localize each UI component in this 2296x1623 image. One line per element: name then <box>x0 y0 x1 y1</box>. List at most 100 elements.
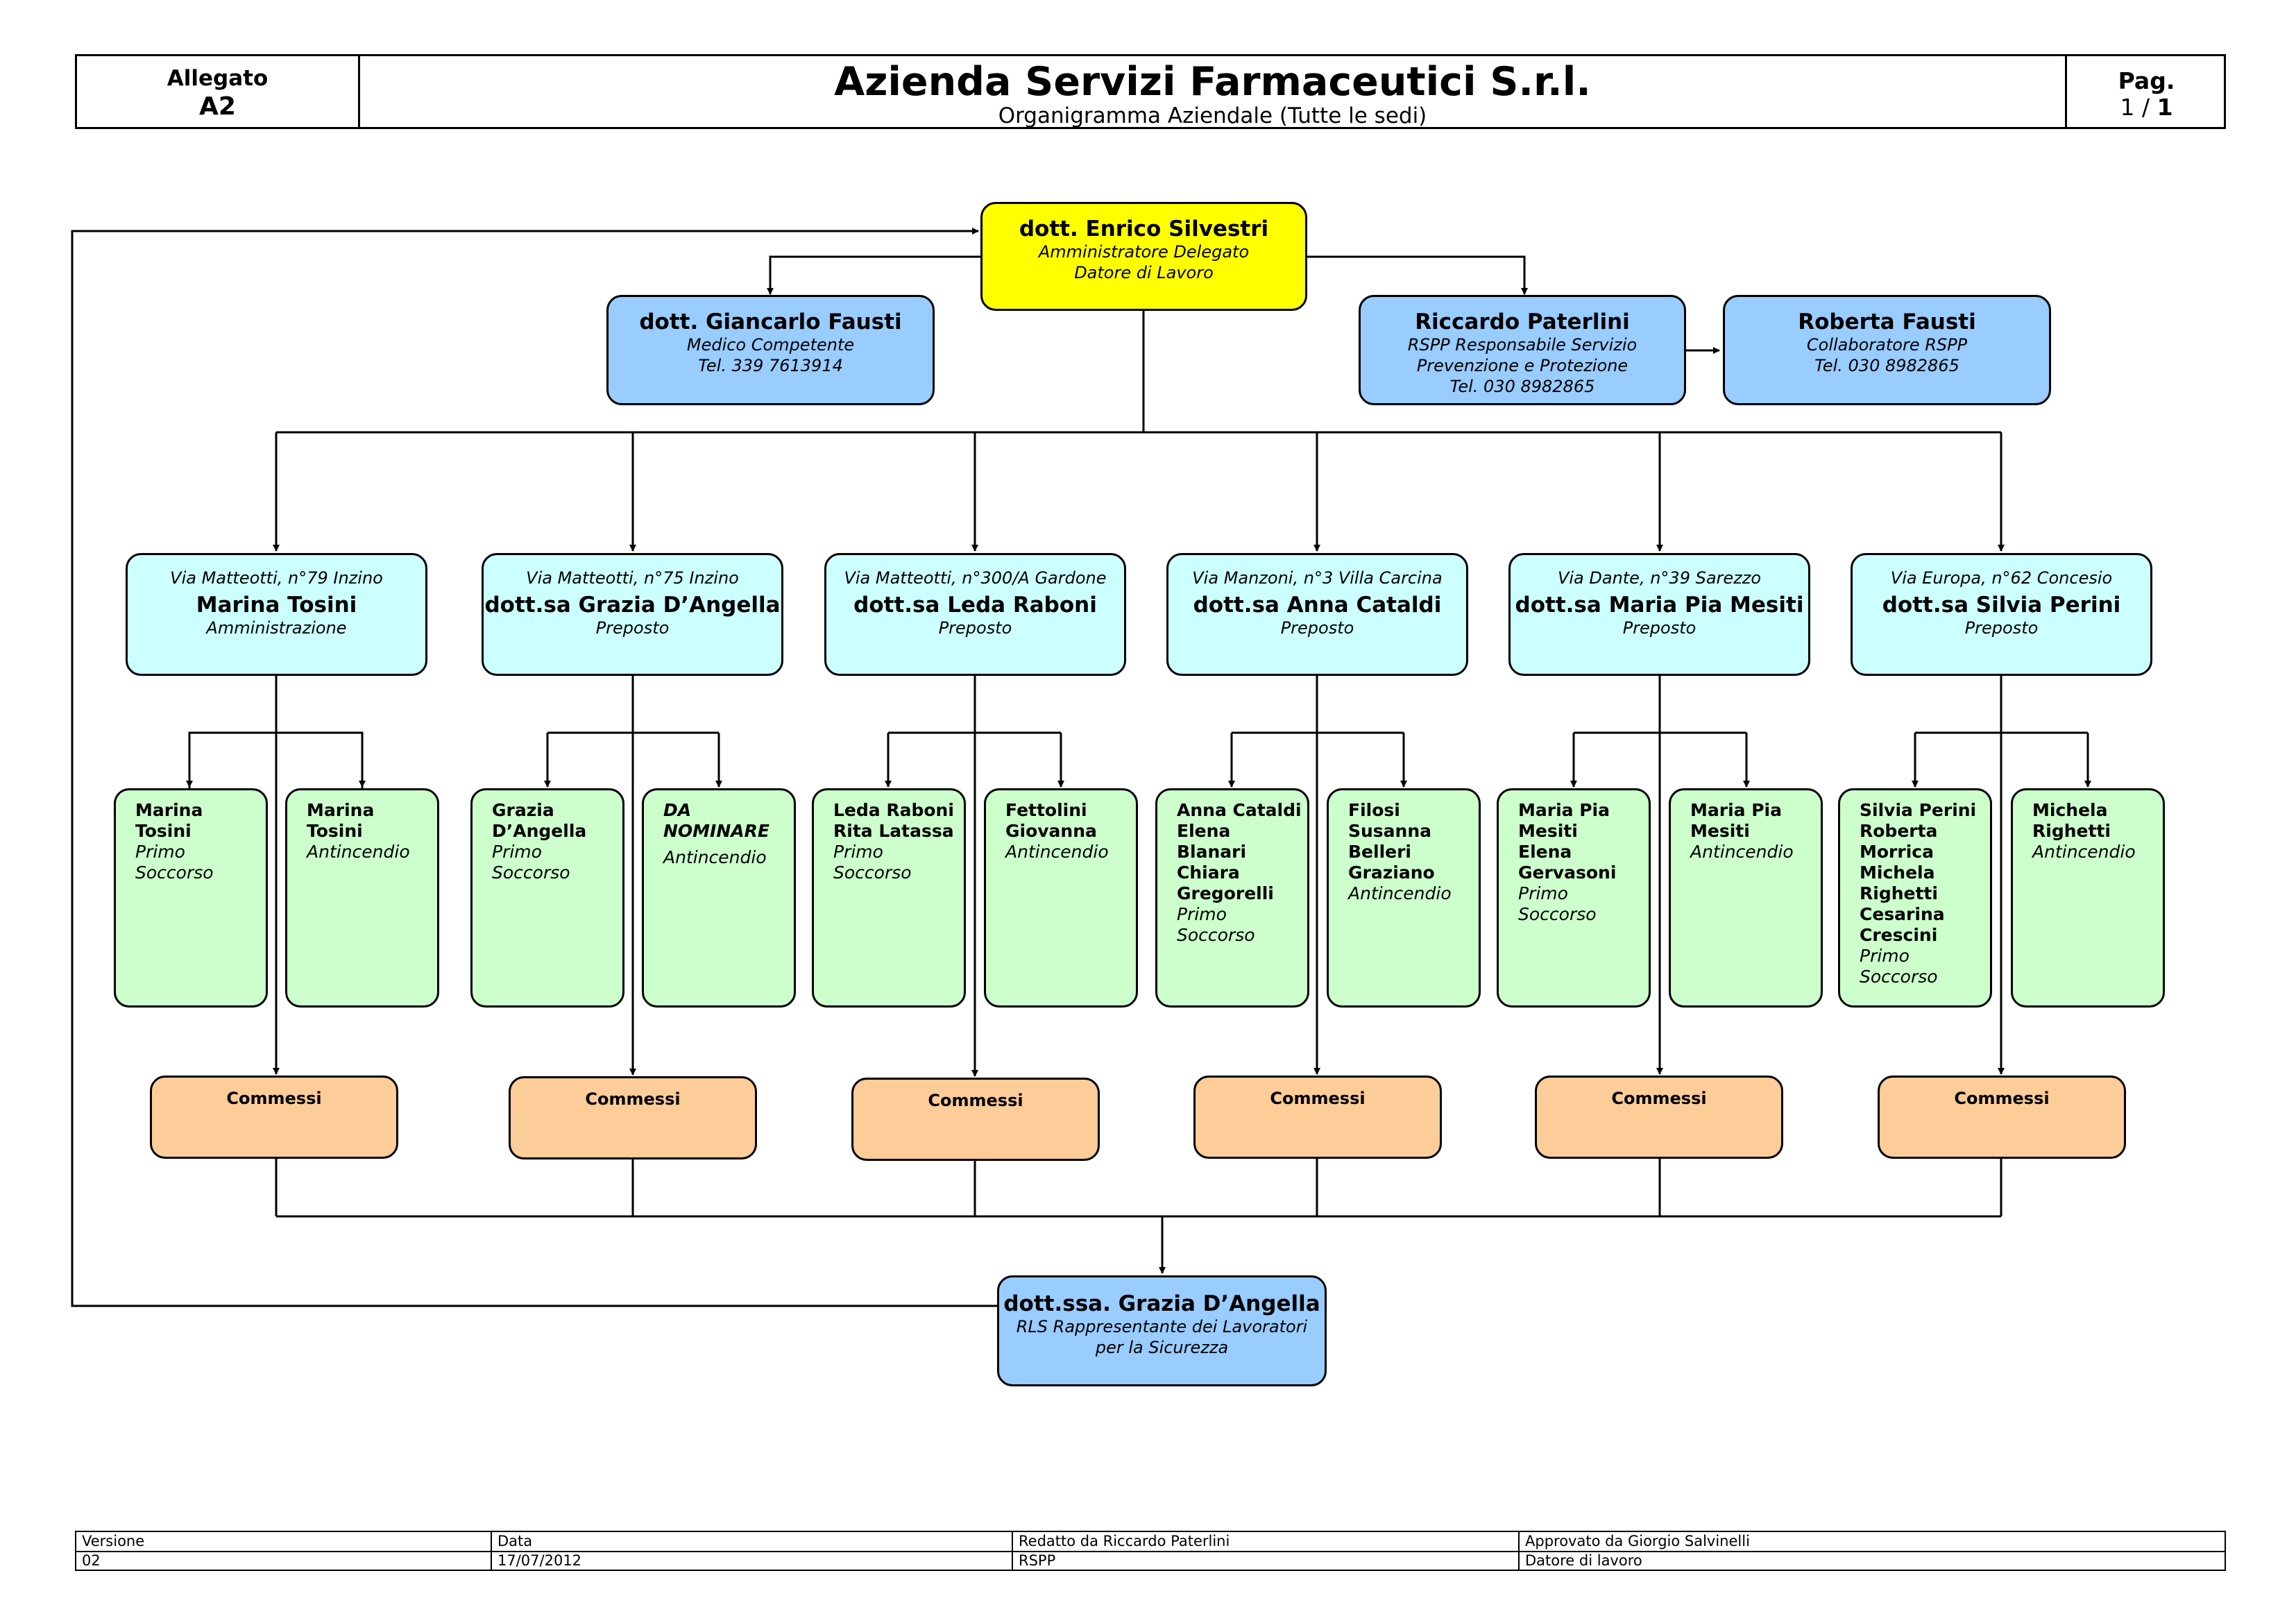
first-aid-names: Marina Tosini <box>135 800 203 841</box>
site-manager-role: Preposto <box>1622 618 1697 638</box>
collaborator-phone: Tel. 030 8982865 <box>1814 356 1959 375</box>
site-address: Via Dante, n°39 Sarezzo <box>1557 568 1762 588</box>
fire-role: Antincendio <box>307 842 410 862</box>
fire-names: Marina Tosini <box>307 800 375 841</box>
page-current: 1 <box>2120 94 2135 121</box>
footer-drafted-label: Redatto da Riccardo Paterlini <box>1019 1533 1230 1549</box>
rspp-box: Riccardo Paterlini RSPP Responsabile Ser… <box>1359 295 1686 405</box>
site-manager-name: dott.sa Silvia Perini <box>1882 593 2121 618</box>
site-box-6: Via Europa, n°62 Concesio dott.sa Silvia… <box>1851 553 2152 676</box>
clerks-box-2: Commessi <box>509 1076 757 1159</box>
page-label: Pag. <box>2118 67 2175 94</box>
site-address: Via Matteotti, n°79 Inzino <box>170 568 383 588</box>
fire-role: Antincendio <box>1005 842 1109 862</box>
first-aid-box-4: Anna Cataldi Elena Blanari Chiara Gregor… <box>1155 788 1309 1008</box>
attachment-label: Allegato <box>167 66 269 91</box>
footer-date-cell: Data 17/07/2012 <box>492 1532 1013 1570</box>
ceo-role: Amministratore Delegato <box>1038 242 1250 262</box>
medico-box: dott. Giancarlo Fausti Medico Competente… <box>606 295 935 405</box>
document-footer: Versione 02 Data 17/07/2012 Redatto da R… <box>75 1531 2226 1571</box>
clerks-label: Commessi <box>928 1091 1023 1110</box>
page-separator: / <box>2134 94 2157 121</box>
fire-names: Michela Righetti <box>2032 800 2111 841</box>
first-aid-box-6: Silvia Perini Roberta Morrica Michela Ri… <box>1838 788 1992 1008</box>
clerks-box-3: Commessi <box>851 1078 1100 1161</box>
site-manager-name: Marina Tosini <box>196 593 357 618</box>
attachment-code: A2 <box>199 92 236 121</box>
site-manager-name: dott.sa Anna Cataldi <box>1193 593 1442 618</box>
site-address: Via Matteotti, n°300/A Gardone <box>844 568 1107 588</box>
footer-version-cell: Versione 02 <box>76 1532 492 1570</box>
fire-names: Fettolini Giovanna <box>1005 800 1097 841</box>
footer-version-value: 02 <box>82 1552 101 1569</box>
fire-box-2: DA NOMINARE Antincendio <box>642 788 796 1008</box>
clerks-label: Commessi <box>1270 1089 1366 1108</box>
rls-name: dott.ssa. Grazia D’Angella <box>1003 1291 1320 1316</box>
collaborator-name: Roberta Fausti <box>1798 309 1976 334</box>
ceo-role-2: Datore di Lavoro <box>1074 263 1214 282</box>
first-aid-names: Maria Pia Mesiti Elena Gervasoni <box>1518 800 1617 883</box>
collaborator-role: Collaboratore RSPP <box>1806 335 1968 355</box>
document-subtitle: Organigramma Aziendale (Tutte le sedi) <box>998 103 1427 128</box>
page-total: 1 <box>2157 94 2173 121</box>
site-manager-role: Preposto <box>595 618 670 638</box>
site-manager-name: dott.sa Maria Pia Mesiti <box>1515 593 1804 618</box>
footer-drafted-role: RSPP <box>1019 1552 1056 1569</box>
fire-role: Antincendio <box>663 847 767 867</box>
footer-drafted-cell: Redatto da Riccardo Paterlini RSPP <box>1013 1532 1520 1570</box>
footer-date-value: 17/07/2012 <box>498 1552 582 1569</box>
site-address: Via Matteotti, n°75 Inzino <box>526 568 739 588</box>
rls-role: RLS Rappresentante dei Lavoratori <box>1016 1317 1308 1336</box>
clerks-box-4: Commessi <box>1193 1076 1442 1159</box>
medico-phone: Tel. 339 7613914 <box>698 356 843 375</box>
footer-approved-cell: Approvato da Giorgio Salvinelli Datore d… <box>1520 1532 2225 1570</box>
fire-role: Antincendio <box>1348 883 1452 903</box>
first-aid-role: Primo Soccorso <box>135 842 214 883</box>
clerks-box-5: Commessi <box>1535 1076 1783 1159</box>
site-address: Via Europa, n°62 Concesio <box>1890 568 2113 588</box>
footer-approved-label: Approvato da Giorgio Salvinelli <box>1525 1533 1750 1549</box>
ceo-name: dott. Enrico Silvestri <box>1019 216 1269 241</box>
footer-approved-role: Datore di lavoro <box>1525 1552 1642 1569</box>
footer-version-label: Versione <box>82 1533 145 1549</box>
clerks-box-1: Commessi <box>150 1076 398 1159</box>
document-header: Allegato A2 Azienda Servizi Farmaceutici… <box>75 54 2226 129</box>
ceo-box: dott. Enrico Silvestri Amministratore De… <box>980 202 1307 311</box>
site-box-3: Via Matteotti, n°300/A Gardone dott.sa L… <box>824 553 1126 676</box>
rls-feedback-line <box>71 228 997 1307</box>
site-manager-role: Preposto <box>1280 618 1354 638</box>
first-aid-names: Silvia Perini Roberta Morrica Michela Ri… <box>1860 800 1977 945</box>
medico-name: dott. Giancarlo Fausti <box>639 309 902 334</box>
fire-names: Maria Pia Mesiti <box>1690 800 1782 841</box>
site-manager-role: Amministrazione <box>206 618 347 638</box>
first-aid-names: Leda Raboni Rita Latassa <box>833 800 954 841</box>
first-aid-role: Primo Soccorso <box>1177 904 1255 945</box>
clerks-label: Commessi <box>1611 1089 1707 1108</box>
page-cell: Pag. 1 / 1 <box>2067 56 2226 127</box>
footer-date-label: Data <box>498 1533 533 1549</box>
title-cell: Azienda Servizi Farmaceutici S.r.l. Orga… <box>360 56 2067 128</box>
clerks-label: Commessi <box>585 1089 681 1109</box>
fire-role: Antincendio <box>2032 842 2136 862</box>
fire-names: DA NOMINARE <box>663 800 769 841</box>
site-manager-role: Preposto <box>1964 618 2039 638</box>
site-manager-name: dott.sa Grazia D’Angella <box>484 593 781 618</box>
page-number: 1 / 1 <box>2067 94 2226 121</box>
first-aid-names: Anna Cataldi Elena Blanari Chiara Gregor… <box>1177 800 1302 903</box>
first-aid-role: Primo Soccorso <box>1518 883 1597 924</box>
top-to-rspp-line <box>1307 255 1528 295</box>
first-aid-role: Primo Soccorso <box>833 842 912 883</box>
company-title: Azienda Servizi Farmaceutici S.r.l. <box>834 59 1591 105</box>
clerks-label: Commessi <box>1954 1089 2050 1108</box>
rspp-phone: Tel. 030 8982865 <box>1449 377 1595 396</box>
rls-box: dott.ssa. Grazia D’Angella RLS Rappresen… <box>997 1275 1327 1386</box>
site-box-4: Via Manzoni, n°3 Villa Carcina dott.sa A… <box>1166 553 1468 676</box>
